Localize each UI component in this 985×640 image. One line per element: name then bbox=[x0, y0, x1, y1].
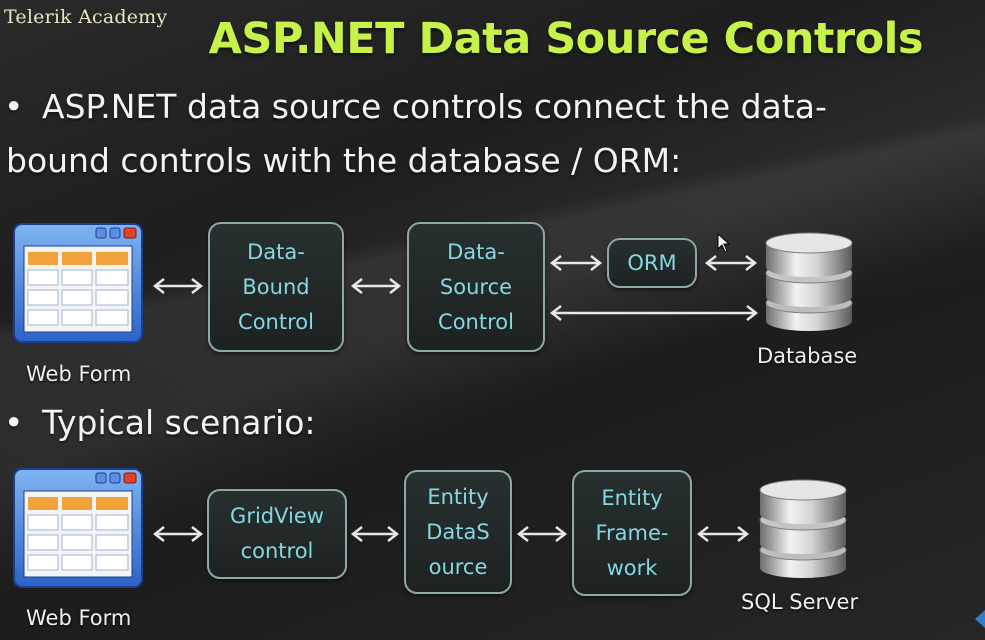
entity-datasource-box: Entity DataS ource bbox=[404, 470, 512, 594]
bidirectional-arrow-long bbox=[549, 305, 759, 321]
web-form-icon bbox=[13, 223, 143, 343]
entity-framework-line-1: Entity bbox=[601, 485, 663, 510]
entity-datasource-line-2: DataS bbox=[426, 519, 490, 544]
entity-framework-line-2: Frame- bbox=[595, 520, 669, 545]
entity-datasource-line-3: ource bbox=[428, 554, 488, 579]
data-bound-control-box: Data- Bound Control bbox=[208, 222, 344, 352]
entity-datasource-line-1: Entity bbox=[427, 484, 489, 509]
gridview-line-2: control bbox=[240, 539, 314, 563]
bullet-dot: • bbox=[4, 87, 24, 126]
sql-server-caption: SQL Server bbox=[741, 590, 859, 614]
database-caption: Database bbox=[757, 344, 858, 368]
telerik-academy-logo: Telerik Academy bbox=[4, 6, 168, 28]
slide-title: ASP.NET Data Source Controls bbox=[208, 14, 924, 64]
sql-server-database-icon bbox=[759, 479, 847, 578]
gridview-control-box: GridView control bbox=[207, 489, 347, 579]
bullet-1: • ASP.NET data source controls connect th… bbox=[0, 80, 827, 188]
gridview-line-1: GridView bbox=[230, 504, 324, 528]
bidirectional-arrow bbox=[152, 526, 204, 542]
web-form-icon bbox=[13, 468, 143, 588]
bidirectional-arrow bbox=[350, 278, 402, 294]
data-source-line-1: Data- bbox=[447, 239, 505, 264]
entity-framework-line-3: work bbox=[606, 555, 658, 580]
bidirectional-arrow bbox=[516, 526, 568, 542]
data-source-control-box: Data- Source Control bbox=[407, 222, 545, 352]
bidirectional-arrow bbox=[696, 526, 750, 542]
bullet-dot: • bbox=[4, 403, 24, 442]
data-bound-line-3: Control bbox=[238, 309, 314, 334]
previous-slide-icon[interactable] bbox=[975, 610, 985, 628]
data-bound-line-1: Data- bbox=[247, 239, 305, 264]
bullet-2: • Typical scenario: bbox=[0, 396, 316, 450]
bullet-1-line-1: ASP.NET data source controls connect the… bbox=[42, 87, 827, 126]
bidirectional-arrow bbox=[350, 526, 400, 542]
web-form-caption: Web Form bbox=[26, 362, 132, 386]
entity-framework-box: Entity Frame- work bbox=[572, 470, 692, 596]
bullet-2-text: Typical scenario: bbox=[42, 403, 316, 442]
bidirectional-arrow bbox=[704, 255, 758, 271]
bidirectional-arrow bbox=[549, 255, 603, 271]
database-icon bbox=[765, 232, 853, 331]
orm-label: ORM bbox=[627, 250, 677, 275]
data-source-line-2: Source bbox=[439, 274, 513, 299]
orm-box: ORM bbox=[607, 238, 697, 288]
data-bound-line-2: Bound bbox=[242, 274, 310, 299]
data-source-line-3: Control bbox=[438, 309, 514, 334]
bullet-1-line-2: bound controls with the database / ORM: bbox=[6, 141, 682, 180]
bidirectional-arrow bbox=[152, 278, 204, 294]
web-form-caption-2: Web Form bbox=[26, 606, 132, 630]
mouse-cursor-icon bbox=[717, 233, 731, 253]
